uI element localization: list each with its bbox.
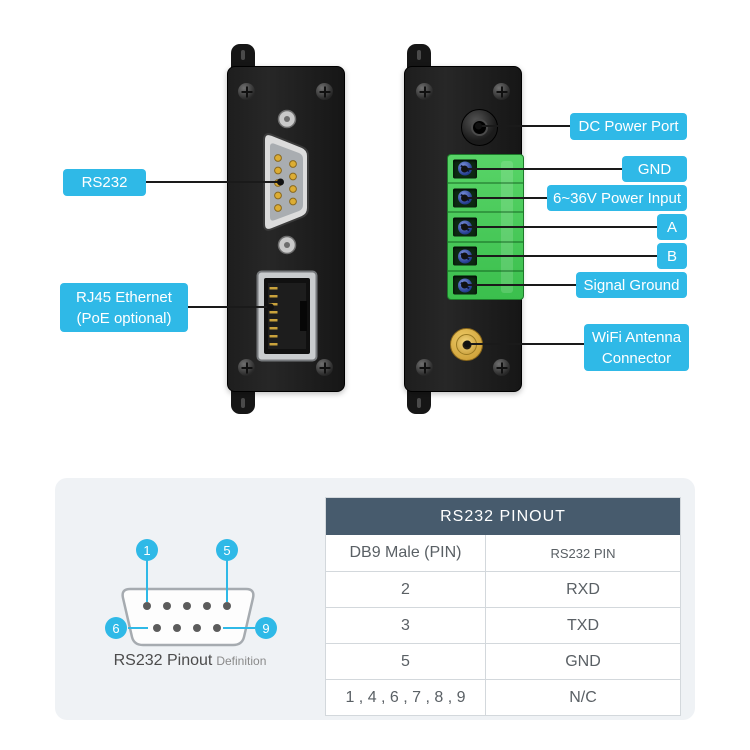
mount-tab	[231, 388, 255, 414]
pinout-table: RS232 PINOUT DB9 Male (PIN) RS232 PIN 2 …	[325, 497, 681, 716]
callout-line-signal-ground	[464, 284, 576, 286]
pin-marker-1: 1	[136, 539, 158, 561]
callout-line-dc-power	[478, 125, 570, 127]
callout-wifi-antenna: WiFi Antenna Connector	[584, 324, 689, 371]
table-col-header-db9: DB9 Male (PIN)	[349, 544, 462, 561]
callout-power-input: 6~36V Power Input	[547, 185, 687, 211]
callout-line-rj45	[188, 306, 271, 308]
table-title: RS232 PINOUT	[326, 498, 680, 535]
table-cell: GND	[485, 643, 680, 679]
table-col-header-rs232: RS232 PIN	[485, 535, 680, 571]
screw-slot	[417, 50, 421, 60]
table-cell: TXD	[485, 607, 680, 643]
callout-line-a	[464, 226, 657, 228]
table-cell: 3	[326, 607, 485, 643]
pin-marker-line	[146, 560, 148, 602]
table-cell: RXD	[485, 571, 680, 607]
table-cell: 2	[326, 571, 485, 607]
callout-rs232: RS232	[63, 169, 146, 196]
callout-line-b	[464, 255, 657, 257]
table-grid: DB9 Male (PIN) RS232 PIN 2 RXD 3 TXD 5 G…	[326, 535, 680, 715]
callout-dc-power: DC Power Port	[570, 113, 687, 140]
callout-line-power-input	[464, 197, 547, 199]
screw-slot	[417, 398, 421, 408]
callout-line-rs232	[146, 181, 281, 183]
callout-a: A	[657, 214, 687, 240]
panel-screw	[416, 359, 433, 376]
pinout-caption-sub: Definition	[216, 654, 267, 668]
pin-marker-6: 6	[105, 617, 127, 639]
terminal-block	[447, 154, 524, 300]
terminal-a	[448, 213, 523, 243]
panel-screw	[493, 359, 510, 376]
panel-screw	[416, 83, 433, 100]
panel-screw	[238, 83, 255, 100]
pin-marker-line	[226, 560, 228, 602]
screw-slot	[241, 398, 245, 408]
callout-gnd: GND	[622, 156, 687, 182]
screw-slot	[241, 50, 245, 60]
mount-tab	[407, 44, 431, 70]
db9-pinout-illustration	[118, 586, 258, 648]
pinout-caption-main: RS232 Pinout	[113, 652, 213, 669]
pin-marker-line	[223, 627, 255, 629]
pin-marker-9: 9	[255, 617, 277, 639]
callout-line-gnd	[464, 168, 622, 170]
callout-rj45: RJ45 Ethernet (PoE optional)	[60, 283, 188, 332]
table-cell: N/C	[485, 679, 680, 715]
panel-screw	[316, 359, 333, 376]
panel-screw	[316, 83, 333, 100]
pin-marker-5: 5	[216, 539, 238, 561]
pin-marker-line	[128, 627, 148, 629]
terminal-b	[448, 243, 523, 272]
panel-screw	[493, 83, 510, 100]
panel-screw	[238, 359, 255, 376]
table-cell: 5	[326, 643, 485, 679]
callout-signal-ground: Signal Ground	[576, 272, 687, 298]
rj45-ethernet-port	[256, 270, 318, 362]
db9-rs232-connector	[257, 106, 317, 258]
table-cell: 1 , 4 , 6 , 7 , 8 , 9	[326, 679, 485, 715]
mount-tab	[407, 388, 431, 414]
mount-tab	[231, 44, 255, 70]
callout-line-wifi-antenna	[467, 343, 584, 345]
callout-b: B	[657, 243, 687, 269]
